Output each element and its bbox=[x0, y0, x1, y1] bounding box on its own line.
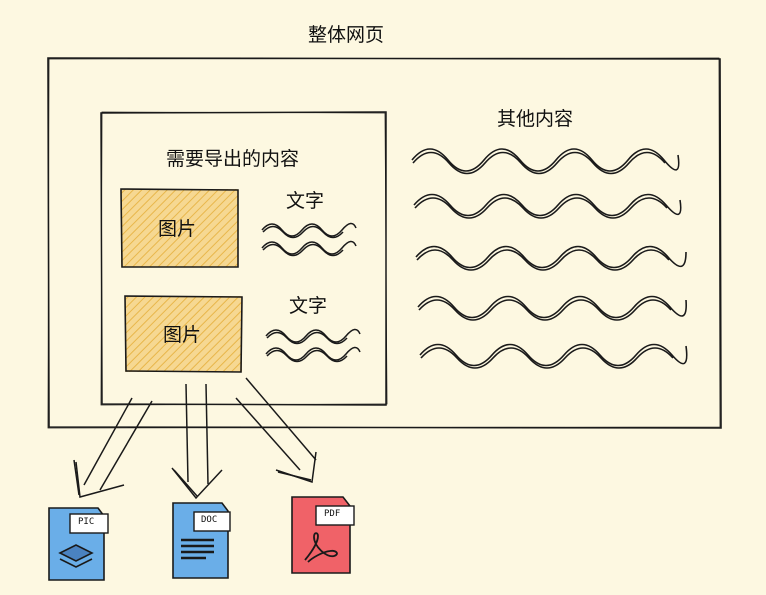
doc-file-tag: DOC bbox=[201, 515, 218, 525]
export-region-title: 需要导出的内容 bbox=[166, 148, 300, 170]
image-label-2: 图片 bbox=[163, 324, 202, 346]
doc-file-icon bbox=[172, 502, 231, 579]
other-content-squiggles bbox=[411, 148, 688, 369]
pdf-file-tag: PDF bbox=[324, 509, 341, 519]
image-label-1: 图片 bbox=[158, 218, 197, 240]
text-label-2: 文字 bbox=[289, 295, 328, 317]
text-squiggles-1 bbox=[261, 222, 357, 257]
pic-file-icon bbox=[48, 507, 109, 581]
export-arrows bbox=[73, 377, 317, 500]
pdf-file-icon bbox=[291, 496, 355, 574]
page-title: 整体网页 bbox=[308, 24, 385, 46]
text-label-1: 文字 bbox=[286, 190, 325, 212]
image-box-1 bbox=[120, 188, 239, 268]
whole-page-frame bbox=[47, 57, 722, 429]
text-squiggles-2 bbox=[265, 328, 361, 363]
other-content-label: 其他内容 bbox=[497, 108, 574, 130]
image-box-2 bbox=[124, 295, 243, 373]
pic-file-tag: PIC bbox=[78, 517, 95, 527]
export-region-frame bbox=[100, 111, 388, 406]
